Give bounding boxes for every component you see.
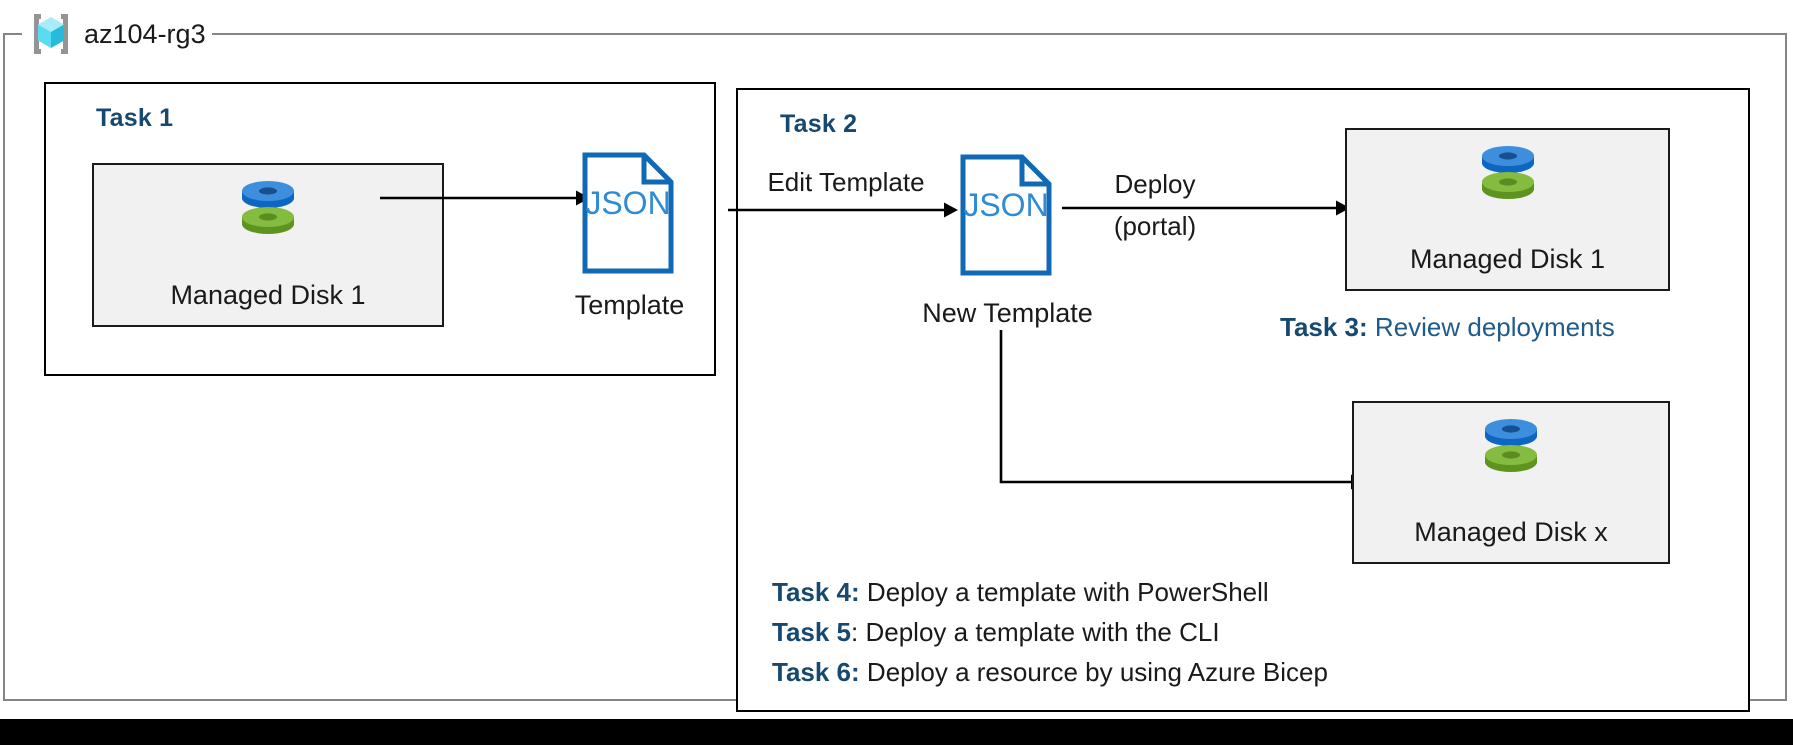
task-3-key: Task 3:: [1280, 312, 1368, 342]
connector-label-edit-template: Edit Template: [767, 167, 925, 197]
task-4-body: Deploy a template with PowerShell: [859, 577, 1269, 607]
task-4-key: Task 4:: [772, 577, 860, 607]
task-2-heading: Task 2: [780, 110, 858, 138]
connector-export-template: [380, 190, 590, 206]
task-5-key: Task 5: [772, 617, 852, 647]
bottom-band: [0, 719, 1793, 745]
resource-label: Managed Disk 1: [170, 280, 366, 310]
new-template-caption: New Template: [922, 298, 1093, 328]
task-5-note: Task 5: Deploy a template with the CLI: [772, 619, 1220, 645]
resource-card-managed-disk-1-source: Managed Disk 1: [92, 163, 444, 327]
task-4-note: Task 4: Deploy a template with PowerShel…: [772, 579, 1269, 605]
task-6-key: Task 6:: [772, 657, 860, 687]
task-6-note: Task 6: Deploy a resource by using Azure…: [772, 659, 1328, 685]
json-document-icon-template: JSON: [582, 152, 674, 274]
json-document-icon-new-template: JSON: [960, 154, 1052, 276]
managed-disk-icon: [1475, 143, 1541, 203]
connector-deploy-portal: [1062, 200, 1350, 216]
resource-label: Managed Disk 1: [1409, 244, 1606, 274]
resource-card-managed-disk-x: Managed Disk x: [1352, 401, 1670, 564]
managed-disk-icon: [1478, 416, 1544, 476]
template-caption: Template: [574, 290, 685, 320]
task-1-heading: Task 1: [96, 104, 174, 132]
task-5-separator: :: [851, 617, 859, 647]
task-3-note: Task 3: Review deployments: [1280, 314, 1615, 340]
connector-edit-template: [728, 202, 958, 218]
task-5-body: Deploy a template with the CLI: [858, 617, 1220, 647]
resource-group-title: az104-rg3: [22, 14, 212, 54]
task-3-body: Review deployments: [1367, 312, 1615, 342]
svg-text:JSON: JSON: [585, 185, 670, 221]
task-6-body: Deploy a resource by using Azure Bicep: [859, 657, 1328, 687]
resource-card-managed-disk-1-deployed: Managed Disk 1: [1345, 128, 1670, 291]
connector-sublabel-deploy-portal: (portal): [1113, 211, 1197, 241]
connector-label-deploy: Deploy: [1114, 169, 1196, 199]
resource-group-name: az104-rg3: [84, 18, 206, 49]
resource-label: Managed Disk x: [1414, 517, 1608, 547]
connector-deploy-managed-disk-x: [999, 330, 1365, 490]
svg-text:JSON: JSON: [963, 187, 1048, 223]
azure-resource-group-icon: [28, 11, 74, 57]
managed-disk-icon: [235, 178, 301, 238]
